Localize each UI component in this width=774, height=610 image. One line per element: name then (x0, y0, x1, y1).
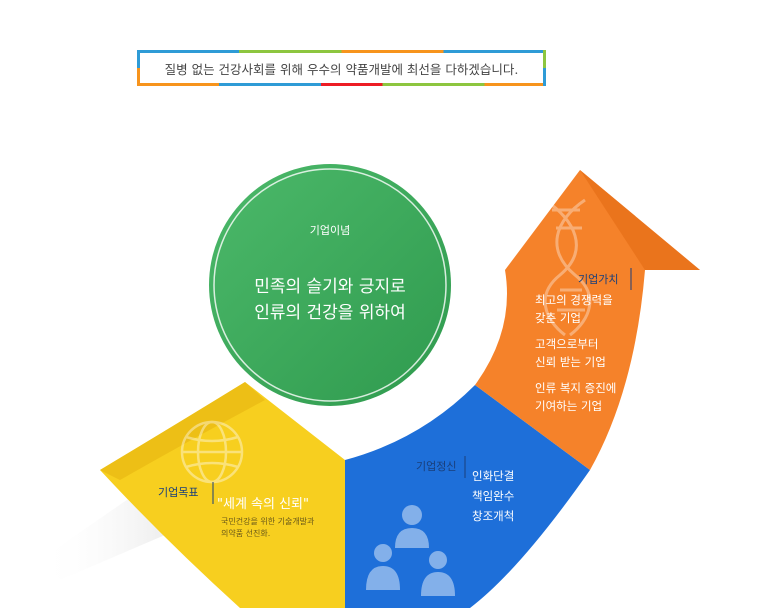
spirit-item-2: 책임완수 (472, 489, 515, 503)
values-item-2: 갖춘 기업 (535, 311, 581, 325)
slogan-text: 질병 없는 건강사회를 위해 우수의 약품개발에 최선을 다하겠습니다. (164, 61, 519, 77)
spirit-segment (345, 385, 590, 608)
values-item-6: 기여하는 기업 (535, 399, 603, 413)
values-label: 기업가치 (578, 273, 619, 286)
values-item-5: 인류 복지 증진에 (535, 381, 617, 395)
philosophy-line-1: 민족의 슬기와 긍지로 (254, 277, 406, 297)
philosophy-line-2: 인류의 건강을 위하여 (254, 303, 406, 323)
spirit-item-3: 창조개척 (472, 509, 515, 523)
values-item-3: 고객으로부터 (535, 337, 599, 351)
spirit-label: 기업정신 (416, 460, 457, 473)
banner-top-stripe (137, 50, 546, 53)
dna-icon (543, 198, 592, 337)
values-item-4: 신뢰 받는 기업 (535, 355, 606, 369)
banner-left-stripe (137, 50, 140, 86)
slogan-banner: 질병 없는 건강사회를 위해 우수의 약품개발에 최선을 다하겠습니다. (137, 50, 546, 86)
philosophy-circle (209, 164, 451, 406)
goal-sub-line-2: 의약품 선진화. (221, 529, 271, 538)
goal-main-text: "세계 속의 신뢰" (217, 497, 309, 512)
goal-label: 기업목표 (158, 486, 199, 499)
goal-sub-line-1: 국민건강을 위한 기술개발과 (221, 517, 315, 526)
philosophy-label: 기업이념 (309, 224, 351, 237)
goal-segment-shade (100, 382, 265, 480)
values-item-1: 최고의 경쟁력을 (535, 293, 613, 307)
spirit-item-1: 인화단결 (472, 469, 515, 483)
values-arrow-shade (580, 170, 700, 270)
philosophy-circle-border (213, 168, 447, 402)
people-icon (366, 505, 455, 596)
banner-right-stripe (543, 50, 546, 86)
banner-bottom-stripe (137, 83, 546, 86)
globe-icon (180, 420, 244, 484)
